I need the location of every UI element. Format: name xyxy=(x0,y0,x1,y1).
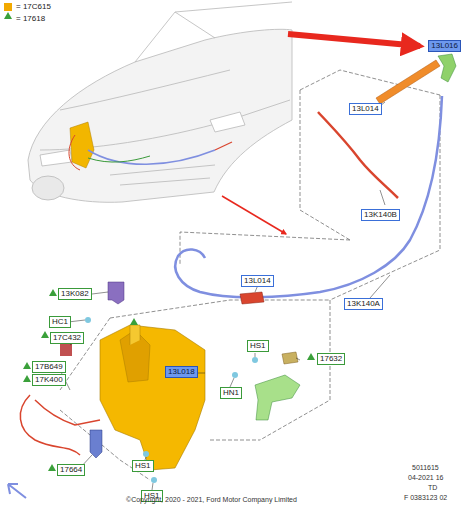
cap-part xyxy=(60,342,72,356)
part-number: 13L014 xyxy=(241,275,274,287)
jet-part xyxy=(376,60,440,104)
part-number: 17664 xyxy=(57,464,85,476)
code-note: TD xyxy=(428,484,437,492)
part-number: 13L014 xyxy=(349,103,382,115)
wiring-part xyxy=(20,395,100,455)
part-number: 13K140A xyxy=(344,298,383,310)
part-number: 17C432 xyxy=(50,332,84,344)
part-number: HC1 xyxy=(49,316,71,328)
legend-text: = 17618 xyxy=(16,14,45,24)
part-number: 13L016 xyxy=(428,40,461,52)
part-number: HN1 xyxy=(220,387,242,399)
hose-part xyxy=(175,96,442,297)
part-number: 13K140B xyxy=(361,209,400,221)
copyright-note: ©Copyright, 2020 - 2021, Ford Motor Comp… xyxy=(126,496,297,504)
part-number: 13L018 xyxy=(165,366,198,378)
reference-number: 5011615 xyxy=(412,464,439,472)
leader-line xyxy=(60,102,390,490)
legend-swatch xyxy=(4,3,12,11)
filler-part xyxy=(255,375,300,420)
reservoir-part xyxy=(100,325,205,470)
part-number: 17K400 xyxy=(32,374,66,386)
car-outline xyxy=(28,2,292,202)
part-number: 17632 xyxy=(317,353,345,365)
connector-part xyxy=(240,292,264,304)
pump-part xyxy=(90,430,102,458)
date-code: 04-2021 16 xyxy=(408,474,443,482)
nozzle-part xyxy=(438,54,456,82)
orientation-arrow xyxy=(8,484,26,498)
clip-part xyxy=(85,317,91,323)
pointer-arrow xyxy=(288,34,420,46)
car-washer-parts xyxy=(69,122,232,170)
hose-part xyxy=(318,112,398,198)
part-number: HS1 xyxy=(132,460,154,472)
part-number: HS1 xyxy=(247,340,269,352)
part-number: 17B649 xyxy=(32,361,66,373)
group-bracket xyxy=(60,70,440,480)
legend-text: = 17C615 xyxy=(16,2,51,12)
pump-part xyxy=(108,282,124,304)
pointer-arrow xyxy=(222,196,286,234)
part-number: 13K082 xyxy=(58,288,92,300)
marker-triangle xyxy=(4,12,315,471)
figure-number: F 0383123 02 xyxy=(404,494,447,502)
